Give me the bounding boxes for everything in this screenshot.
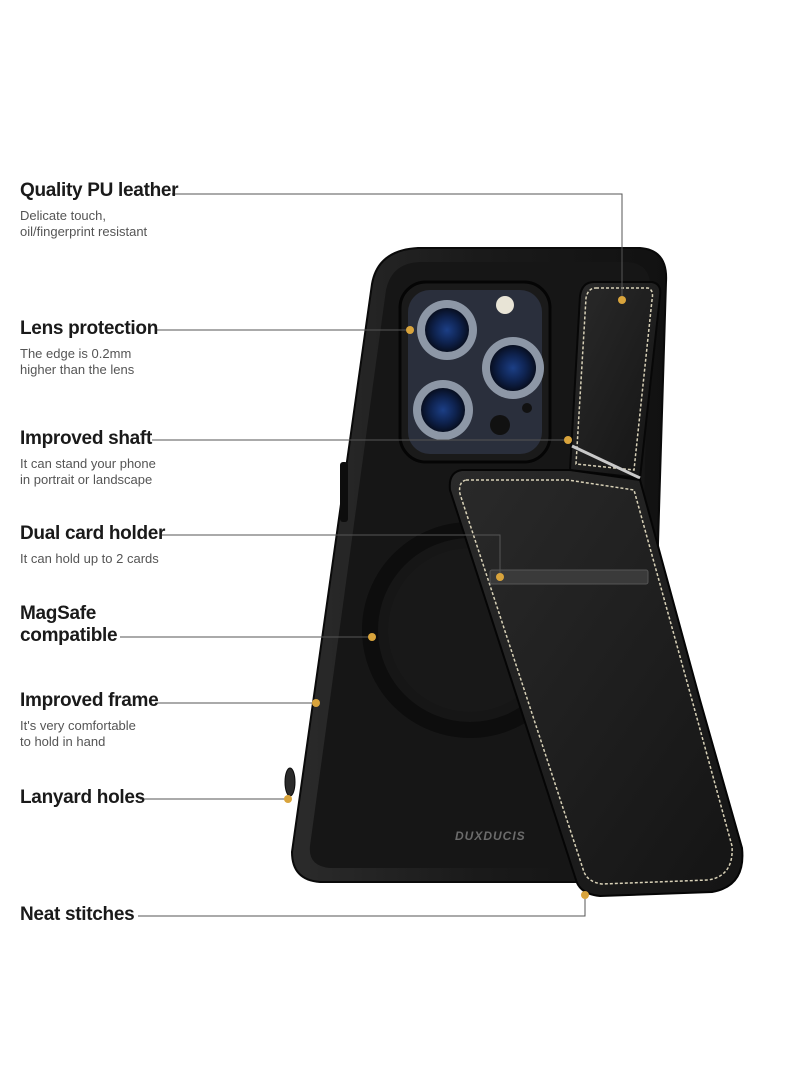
dot-shaft (564, 436, 572, 444)
leader-line-leather (172, 193, 623, 298)
feature-lens-protection: Lens protection The edge is 0.2mm higher… (20, 318, 158, 378)
dot-card (496, 573, 504, 581)
feature-title: Improved shaft (20, 428, 152, 449)
feature-desc-line: It's very comfortable (20, 718, 136, 733)
side-button (340, 462, 348, 522)
lanyard-hole (284, 767, 296, 797)
feature-description: It's very comfortable to hold in hand (20, 718, 158, 750)
feature-dual-card-holder: Dual card holder It can hold up to 2 car… (20, 523, 165, 567)
dot-stitches (581, 891, 589, 899)
feature-improved-frame: Improved frame It's very comfortable to … (20, 690, 159, 750)
feature-description: It can hold up to 2 cards (20, 551, 165, 567)
feature-description: Delicate touch, oil/fingerprint resistan… (20, 208, 178, 240)
feature-title: Dual card holder (20, 523, 166, 544)
flash (496, 296, 514, 314)
dot-lanyard (284, 795, 292, 803)
feature-title: Quality PU leather (20, 180, 179, 201)
feature-desc-line: It can stand your phone (20, 456, 156, 471)
feature-improved-shaft: Improved shaft It can stand your phone i… (20, 428, 156, 488)
dot-leather (618, 296, 626, 304)
brand-logo: DUXDUCIS (455, 829, 526, 843)
dot-lens (406, 326, 414, 334)
leader-line-card (160, 534, 501, 576)
feature-title: Neat stitches (20, 904, 135, 925)
feature-title-line: MagSafe (20, 603, 97, 624)
camera-module (398, 280, 552, 464)
feature-title: Improved frame (20, 690, 159, 711)
dot-magsafe (368, 633, 376, 641)
feature-pu-leather: Quality PU leather Delicate touch, oil/f… (20, 180, 179, 240)
feature-neat-stitches: Neat stitches (20, 904, 135, 926)
feature-title: Lens protection (20, 318, 159, 339)
feature-desc-line: It can hold up to 2 cards (20, 551, 159, 566)
leader-line-stitches (138, 895, 586, 917)
card-slot (489, 569, 649, 585)
feature-title: Lanyard holes (20, 787, 145, 808)
feature-desc-line: to hold in hand (20, 734, 106, 749)
dot-frame (312, 699, 320, 707)
feature-lanyard-holes: Lanyard holes (20, 787, 145, 809)
feature-description: The edge is 0.2mm higher than the lens (20, 346, 158, 378)
feature-desc-line: in portrait or landscape (20, 472, 153, 487)
feature-desc-line: oil/fingerprint resistant (20, 224, 148, 239)
feature-desc-line: Delicate touch, (20, 208, 106, 223)
feature-description: It can stand your phone in portrait or l… (20, 456, 156, 488)
card-holder-flap: DUXDUCIS (448, 469, 744, 898)
feature-desc-line: higher than the lens (20, 362, 135, 377)
feature-magsafe: MagSafe compatible (20, 603, 118, 647)
feature-title-line: compatible (20, 625, 118, 646)
accent-dots (284, 296, 626, 899)
leather-shaft (568, 281, 662, 480)
feature-desc-line: The edge is 0.2mm (20, 346, 132, 361)
leader-lines (120, 193, 623, 917)
